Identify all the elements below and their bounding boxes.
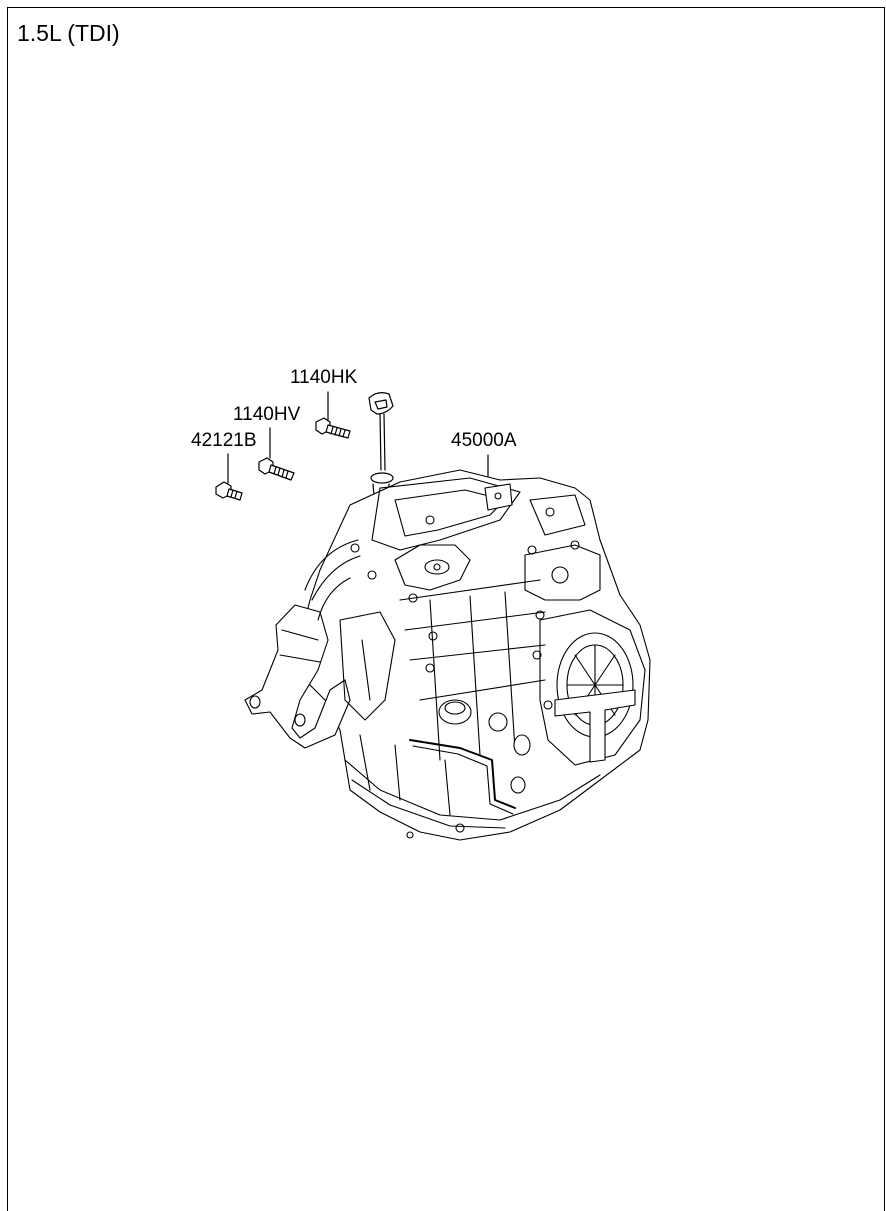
engine-variant-title: 1.5L (TDI) xyxy=(17,20,120,46)
bolt-1140hv xyxy=(258,457,295,481)
transaxle-assembly-45000a xyxy=(244,469,651,841)
callout-label-1140hv[interactable]: 1140HV xyxy=(233,404,301,425)
callout-label-1140hk[interactable]: 1140HK xyxy=(290,367,358,388)
callout-label-45000a[interactable]: 45000A xyxy=(451,430,517,451)
bolt-1140hk xyxy=(315,417,351,439)
diagram-frame xyxy=(7,7,885,1211)
callout-label-42121b[interactable]: 42121B xyxy=(191,430,257,451)
bolt-42121b xyxy=(215,481,243,501)
